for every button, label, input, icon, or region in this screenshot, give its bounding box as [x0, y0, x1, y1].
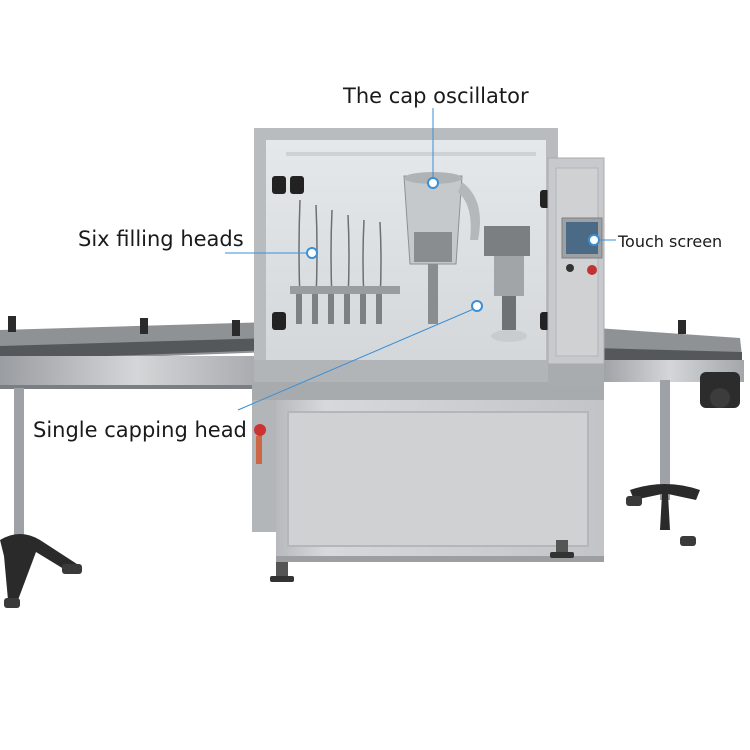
- callout-dot-six-filling-heads: [306, 247, 318, 259]
- callout-dot-single-capping-head: [471, 300, 483, 312]
- callout-lines: [225, 108, 616, 411]
- touch-screen-label: Touch screen: [618, 232, 723, 251]
- single-capping-head-label: Single capping head: [33, 418, 247, 442]
- callout-line-single-capping-head: [237, 307, 477, 411]
- control-panel: [547, 157, 605, 386]
- left-conveyor: [0, 316, 272, 608]
- callout-dot-touch-screen: [588, 234, 600, 246]
- cap-oscillator: [403, 172, 480, 324]
- callout-dot-cap-oscillator: [427, 177, 439, 189]
- callout-dots: [306, 177, 600, 312]
- cap-oscillator-label: The cap oscillator: [343, 84, 529, 108]
- six-filling-heads-label: Six filling heads: [78, 227, 244, 251]
- capping-head: [484, 226, 530, 342]
- right-conveyor: [596, 320, 744, 546]
- base-cabinet: [252, 380, 604, 582]
- filling-heads: [290, 199, 400, 324]
